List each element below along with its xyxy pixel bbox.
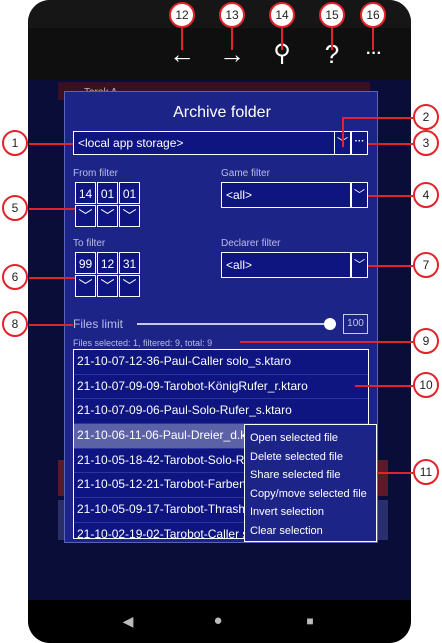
context-menu-item[interactable]: Delete selected file <box>250 450 343 463</box>
callout-line-16 <box>372 26 374 50</box>
files-limit-slider-thumb[interactable] <box>324 318 336 330</box>
file-list-item[interactable]: 21-10-05-12-21-Tarobot-Farben-Dre <box>74 473 368 499</box>
callout-line-2 <box>342 117 413 119</box>
file-list-item[interactable]: 21-10-05-09-17-Tarobot-Thrash_t.kt <box>74 498 368 523</box>
callout-line-10 <box>355 385 413 387</box>
to-filter-label: To filter <box>73 238 106 249</box>
app-toolbar: ← → ⚲ ? ··· <box>28 28 411 80</box>
callout-line-7 <box>368 265 413 267</box>
folder-browse-icon[interactable]: ··· <box>351 131 368 155</box>
callout-2: 2 <box>413 104 439 130</box>
from-filter-label: From filter <box>73 168 118 179</box>
callout-14: 14 <box>269 2 295 28</box>
system-nav-bar: ◀ ● ■ <box>28 600 411 643</box>
callout-3: 3 <box>413 130 439 156</box>
to-day-down-icon[interactable]: ﹀ <box>119 275 140 297</box>
callout-11: 11 <box>413 459 439 485</box>
callout-line-11 <box>377 472 413 474</box>
file-list-item[interactable]: 21-10-07-09-09-Tarobot-KönigRufer_r.ktar… <box>74 375 368 400</box>
callout-line-4 <box>368 195 413 197</box>
declarer-filter-select[interactable]: <all> <box>221 252 351 278</box>
nav-back-icon[interactable]: ◀ <box>122 613 134 629</box>
callout-line-3 <box>368 143 413 145</box>
from-year-value[interactable]: 14 <box>75 182 96 204</box>
to-year-value[interactable]: 99 <box>75 252 96 274</box>
search-icon[interactable]: ⚲ <box>273 40 291 67</box>
callout-line-1 <box>29 143 73 145</box>
game-filter-select[interactable]: <all> <box>221 182 351 208</box>
files-limit-value[interactable]: 100 <box>343 314 368 334</box>
callout-7: 7 <box>413 252 439 278</box>
context-menu-item[interactable]: Open selected file <box>250 432 339 444</box>
dialog-title: Archive folder <box>173 104 271 121</box>
declarer-filter-label: Declarer filter <box>221 238 281 249</box>
context-menu-item[interactable]: Copy/move selected file <box>250 487 367 500</box>
help-icon[interactable]: ? <box>324 39 340 69</box>
nav-recent-icon[interactable]: ■ <box>306 614 314 628</box>
game-filter-label: Game filter <box>221 168 270 179</box>
callout-line-8 <box>29 324 73 326</box>
callout-4: 4 <box>413 182 439 208</box>
files-limit-slider-track[interactable] <box>137 323 330 325</box>
callout-15: 15 <box>319 2 345 28</box>
to-month-value[interactable]: 12 <box>97 252 118 274</box>
callout-line-13 <box>231 26 233 50</box>
context-menu-item[interactable]: Clear selection <box>250 524 323 537</box>
files-status-text: Files selected: 1, filtered: 9, total: 9 <box>73 338 213 348</box>
callout-line-15 <box>331 26 333 50</box>
callout-line-12 <box>181 26 183 50</box>
more-options-icon[interactable]: ··· <box>366 45 382 62</box>
callout-line-5 <box>29 208 75 210</box>
file-list-item[interactable]: 21-10-05-18-42-Tarobot-Solo-Rufer <box>74 449 368 474</box>
file-list-item[interactable]: 21-10-07-12-36-Paul-Caller solo_s.ktaro <box>74 350 368 375</box>
callout-line-9 <box>240 341 413 343</box>
nav-home-icon[interactable]: ● <box>213 612 223 629</box>
callout-9: 9 <box>413 328 439 354</box>
background-card-right <box>378 460 388 496</box>
from-month-value[interactable]: 01 <box>97 182 118 204</box>
callout-13: 13 <box>219 2 245 28</box>
to-year-down-icon[interactable]: ﹀ <box>75 275 96 297</box>
callout-line-2-drop <box>342 117 344 147</box>
from-year-down-icon[interactable]: ﹀ <box>75 205 96 227</box>
from-day-value[interactable]: 01 <box>119 182 140 204</box>
from-month-down-icon[interactable]: ﹀ <box>97 205 118 227</box>
callout-line-14 <box>281 26 283 50</box>
files-limit-label: Files limit <box>73 317 123 331</box>
callout-line-6 <box>29 277 75 279</box>
callout-5: 5 <box>2 195 28 221</box>
context-menu-item[interactable]: Share selected file <box>250 469 341 481</box>
declarer-filter-dropdown-icon[interactable]: ﹀ <box>351 252 368 278</box>
from-day-down-icon[interactable]: ﹀ <box>119 205 140 227</box>
game-filter-dropdown-icon[interactable]: ﹀ <box>351 182 368 208</box>
to-month-down-icon[interactable]: ﹀ <box>97 275 118 297</box>
folder-field[interactable]: <local app storage> <box>73 131 335 155</box>
context-menu-item[interactable]: Invert selection <box>250 506 324 518</box>
callout-6: 6 <box>2 264 28 290</box>
callout-12: 12 <box>169 2 195 28</box>
callout-16: 16 <box>360 2 386 28</box>
file-list-item[interactable]: 21-10-07-09-06-Paul-Solo-Rufer_s.ktaro <box>74 399 368 425</box>
to-day-value[interactable]: 31 <box>119 252 140 274</box>
file-list-item[interactable]: 21-10-02-19-02-Tarobot-Caller solo <box>74 523 368 538</box>
callout-10: 10 <box>413 372 439 398</box>
callout-8: 8 <box>2 311 28 337</box>
callout-1: 1 <box>2 130 28 156</box>
